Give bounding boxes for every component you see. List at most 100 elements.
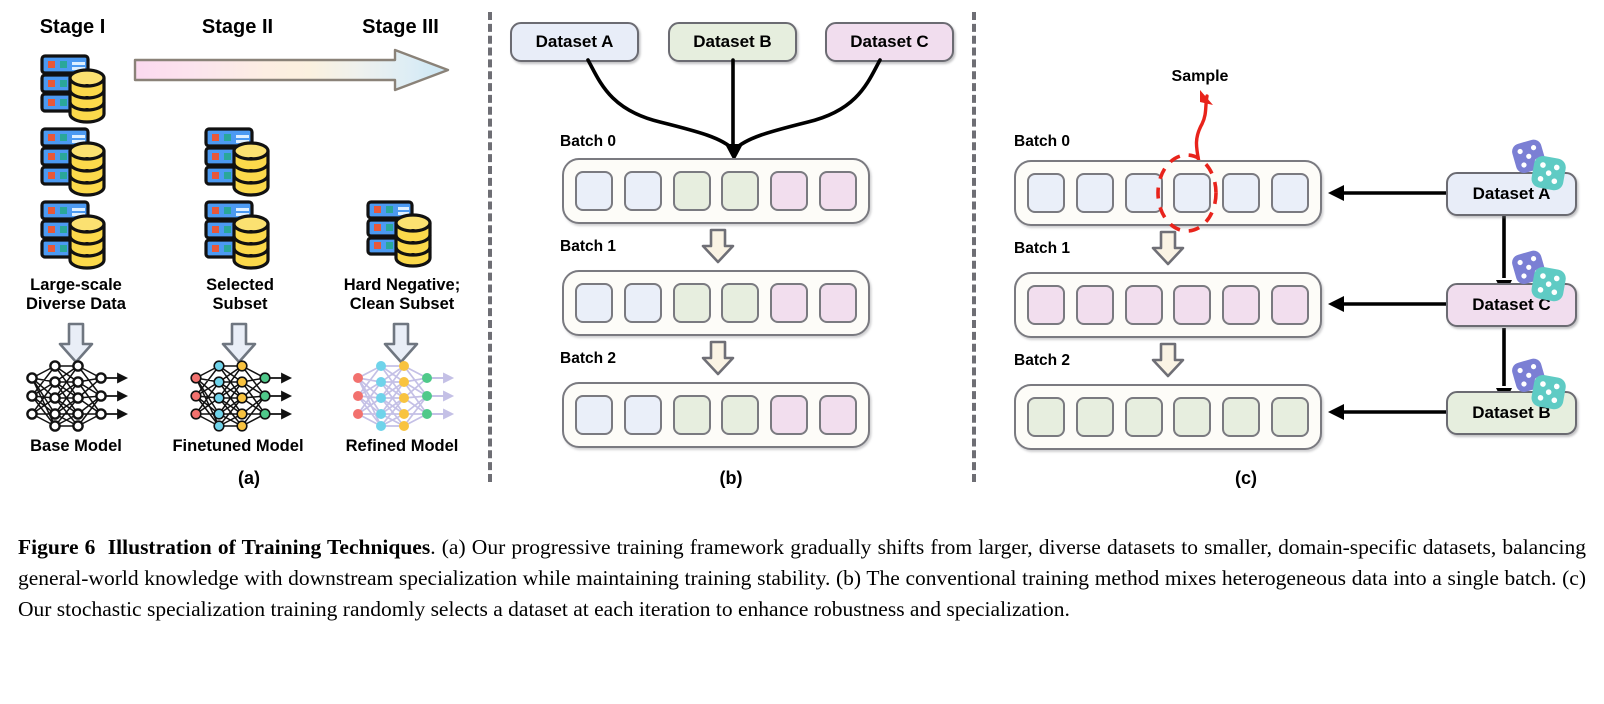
batch-cell[interactable] [770, 283, 809, 323]
batch-label-0: Batch 0 [560, 133, 616, 150]
batch-cell[interactable] [1270, 397, 1309, 437]
batch-label-2: Batch 2 [560, 350, 616, 367]
batch-cell[interactable] [1075, 397, 1114, 437]
panel-a: Stage I Stage II Stage III [0, 0, 488, 500]
stage-data-label-2: Selected Subset [170, 276, 310, 314]
batch-cell[interactable] [672, 171, 711, 211]
batch-label-1: Batch 1 [1014, 240, 1070, 257]
database-server-icon [200, 125, 280, 197]
batch-cell[interactable] [1222, 173, 1261, 213]
batch-cell[interactable] [770, 395, 809, 435]
batch-cell[interactable] [1173, 397, 1212, 437]
sample-highlight-circle [1154, 152, 1220, 239]
stage-model-label-3: Refined Model [345, 437, 459, 455]
batch-row-1 [562, 270, 870, 336]
batch-cell[interactable] [818, 395, 857, 435]
batch-cell[interactable] [623, 395, 662, 435]
batch-flow-arrow-icon [700, 340, 736, 381]
batch-cell[interactable] [721, 283, 760, 323]
batch-row-0 [562, 158, 870, 224]
batch-row-0 [1014, 160, 1322, 226]
batch-cell[interactable] [1027, 285, 1065, 325]
batch-cell[interactable] [721, 171, 760, 211]
panel-divider-1 [488, 12, 492, 482]
stage-data-label-3-line1: Hard Negative; [343, 276, 461, 294]
batch-cell-highlighted[interactable] [1173, 173, 1212, 213]
batch-cell[interactable] [1075, 285, 1114, 325]
batch-cell[interactable] [575, 171, 613, 211]
batch-cell[interactable] [1075, 173, 1114, 213]
batch-cell[interactable] [770, 171, 809, 211]
gradient-progress-arrow [133, 48, 451, 97]
stage-model-label-2: Finetuned Model [172, 437, 304, 455]
stage-title-3: Stage III [362, 16, 439, 38]
stage-data-label-1-line1: Large-scale [30, 276, 122, 294]
dataset-pill-b[interactable]: Dataset B [668, 22, 797, 62]
batch-cell[interactable] [575, 283, 613, 323]
neural-network-icon [22, 356, 130, 441]
batch-cell[interactable] [1124, 285, 1163, 325]
sample-pointer-arrow [1167, 88, 1237, 175]
batch-cell[interactable] [721, 395, 760, 435]
batch-cell[interactable] [623, 171, 662, 211]
batch-cell[interactable] [1270, 285, 1309, 325]
sample-annotation-label: Sample [1171, 68, 1229, 85]
batch-label-1: Batch 1 [560, 238, 616, 255]
stage-data-label-2-line1: Selected [206, 276, 274, 294]
down-arrow-icon [219, 322, 259, 364]
figure-label: Figure 6 [18, 535, 96, 559]
batch-row-1 [1014, 272, 1322, 338]
stage-title-1: Stage I [39, 16, 106, 38]
batch-cell[interactable] [1027, 397, 1065, 437]
figure-title: Illustration of Training Techniques [107, 535, 431, 559]
database-server-icon [200, 198, 280, 270]
neural-network-icon [348, 356, 456, 441]
database-server-icon [362, 198, 442, 270]
stage-data-label-3: Hard Negative; Clean Subset [320, 276, 484, 314]
stage-title-2: Stage II [201, 16, 274, 38]
figure-caption-body: . (a) Our progressive training framework… [18, 535, 1586, 621]
batch-cell[interactable] [818, 283, 857, 323]
panel-c: Sample Batch 0 [992, 0, 1604, 500]
panel-label-a: (a) [238, 468, 260, 488]
figure-caption: Figure 6 Illustration of Training Techni… [18, 532, 1586, 625]
dataset-pill-a[interactable]: Dataset A [510, 22, 639, 62]
batch-row-2 [1014, 384, 1322, 450]
database-server-icon [36, 198, 116, 270]
batch-label-0: Batch 0 [1014, 133, 1070, 150]
batch-cell[interactable] [1124, 397, 1163, 437]
batch-cell[interactable] [672, 283, 711, 323]
batch-flow-arrow-icon [1150, 230, 1186, 271]
dice-pair-icon [1508, 248, 1572, 309]
down-arrow-icon [56, 322, 96, 364]
batch-cell[interactable] [1270, 173, 1309, 213]
batch-cell[interactable] [1027, 173, 1065, 213]
stage-data-label-1-line2: Diverse Data [26, 295, 126, 313]
batch-cell[interactable] [623, 283, 662, 323]
panel-b: Dataset A Dataset B Dataset C Batch 0 [500, 0, 972, 500]
dice-pair-icon [1508, 137, 1572, 198]
batch-row-2 [562, 382, 870, 448]
database-server-icon [36, 125, 116, 197]
batch-flow-arrow-icon [1150, 342, 1186, 383]
batch-cell[interactable] [575, 395, 613, 435]
stage-model-label-1: Base Model [30, 437, 122, 455]
panel-label-c: (c) [1235, 468, 1257, 488]
dataset-pill-c[interactable]: Dataset C [825, 22, 954, 62]
neural-network-icon [186, 356, 294, 441]
dataset-merge-arrows [500, 58, 972, 168]
stage-data-label-3-line2: Clean Subset [349, 295, 455, 313]
batch-cell[interactable] [1222, 285, 1261, 325]
batch-cell[interactable] [1222, 397, 1261, 437]
dice-pair-icon [1508, 356, 1572, 417]
batch-cell[interactable] [818, 171, 857, 211]
database-server-icon [36, 52, 116, 124]
panel-divider-2 [972, 12, 976, 482]
batch-flow-arrow-icon [700, 228, 736, 269]
batch-cell[interactable] [672, 395, 711, 435]
down-arrow-icon [381, 322, 421, 364]
batch-cell[interactable] [1173, 285, 1212, 325]
batch-label-2: Batch 2 [1014, 352, 1070, 369]
panel-label-b: (b) [719, 468, 743, 488]
